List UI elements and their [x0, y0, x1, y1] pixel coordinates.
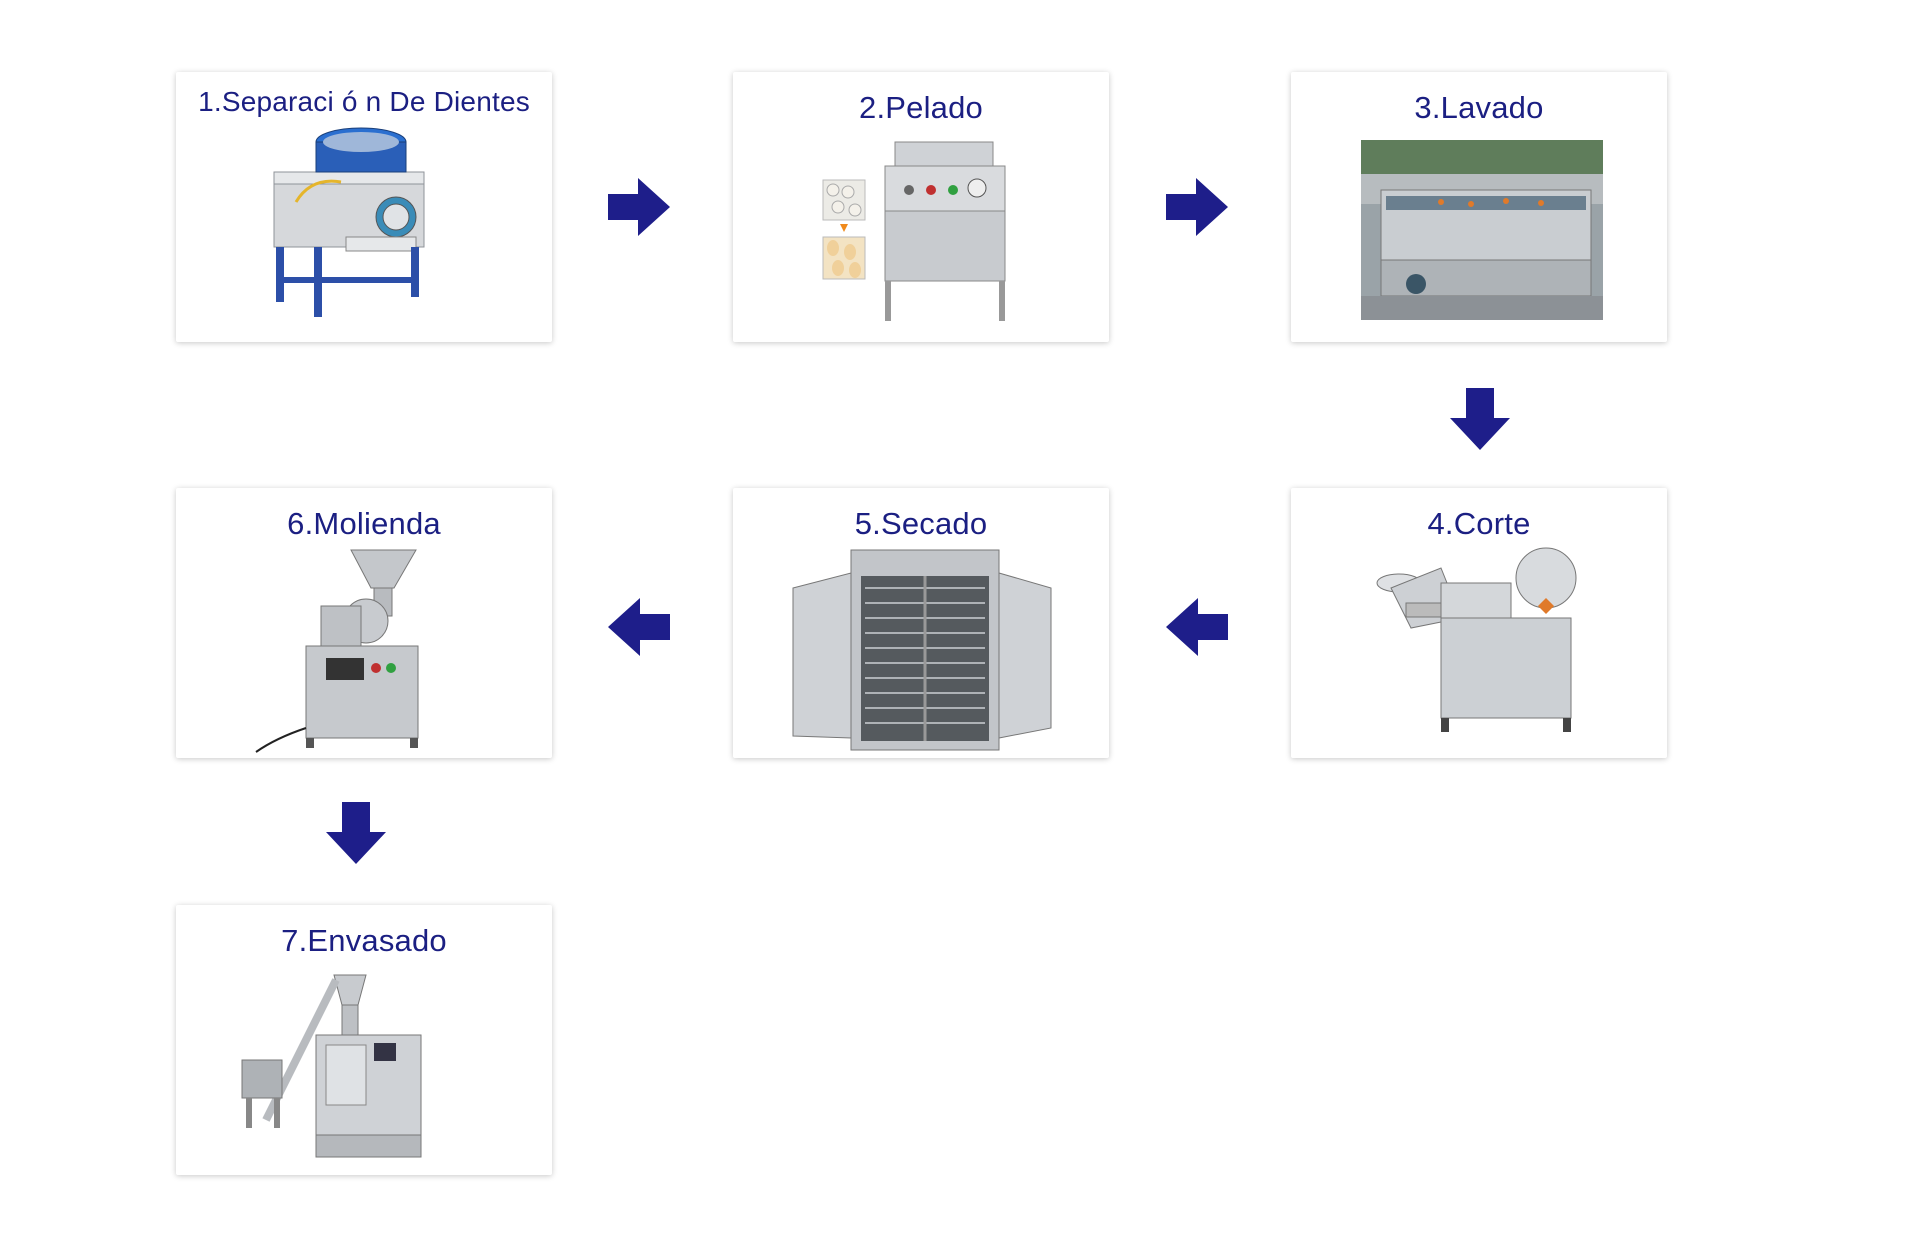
left-arrow-icon — [608, 598, 670, 656]
step-title: 4.Corte — [1427, 506, 1531, 541]
step-card-washing: 3.Lavado — [1291, 72, 1667, 342]
down-arrow-icon — [1450, 388, 1510, 450]
step-card-peeling: 2.Pelado — [733, 72, 1109, 342]
step-card-separation: 1.Separaci ó n De Dientes — [176, 72, 552, 342]
step-title: 1.Separaci ó n De Dientes — [198, 86, 530, 117]
powder-packing-machine-image — [241, 974, 422, 1158]
garlic-peeler-machine-image — [822, 141, 1006, 321]
washing-machine-photo-image — [1361, 140, 1603, 320]
right-arrow-icon — [1166, 178, 1228, 236]
step-card-drying: 5.Secado — [733, 488, 1109, 758]
right-arrow-icon — [608, 178, 670, 236]
drying-oven-cabinet-image — [792, 549, 1052, 751]
step-title: 5.Secado — [854, 506, 988, 541]
step-card-grinding: 6.Molienda — [176, 488, 552, 758]
vegetable-cutter-machine-image — [1376, 547, 1577, 732]
left-arrow-icon — [1166, 598, 1228, 656]
step-title: 2.Pelado — [859, 90, 983, 125]
step-card-cutting: 4.Corte — [1291, 488, 1667, 758]
step-title: 3.Lavado — [1414, 90, 1544, 125]
step-title: 7.Envasado — [281, 923, 447, 958]
step-title: 6.Molienda — [287, 506, 441, 541]
grinder-machine-image — [255, 549, 419, 753]
step-card-packaging: 7.Envasado — [176, 905, 552, 1175]
clove-separator-machine-image — [273, 127, 425, 317]
down-arrow-icon — [326, 802, 386, 864]
